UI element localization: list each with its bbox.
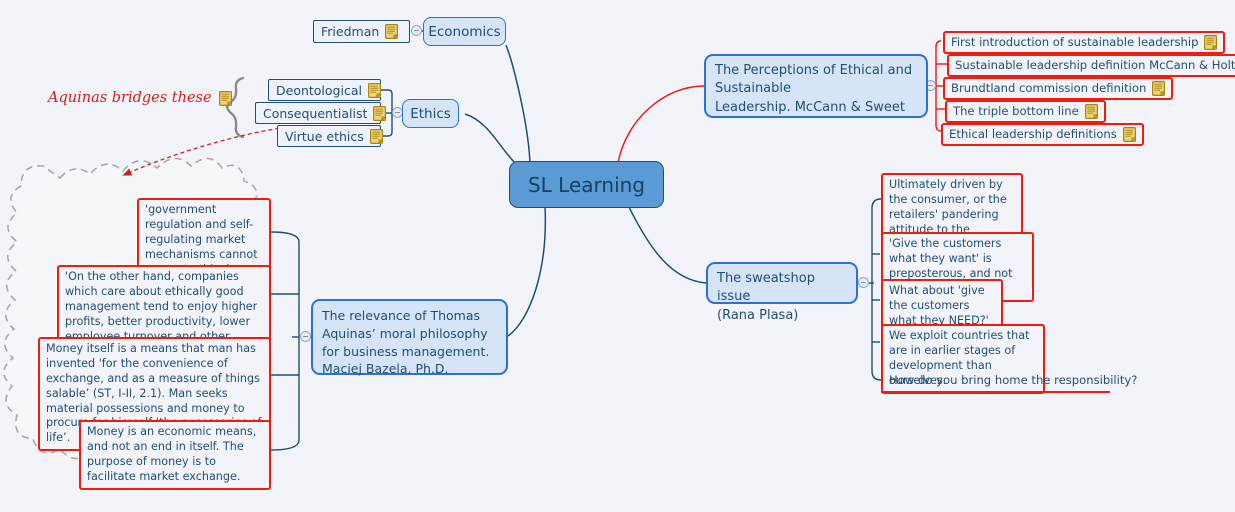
note-icon bbox=[385, 24, 399, 40]
node-perceptions-line2: Sustainable bbox=[715, 81, 792, 97]
collapse-toggle-economics[interactable] bbox=[411, 25, 422, 36]
node-bring-home-responsibility[interactable]: How do you bring home the responsibility… bbox=[881, 370, 1137, 394]
central-node[interactable]: SL Learning bbox=[509, 161, 664, 208]
node-perceptions-line1: The Perceptions of Ethical and bbox=[715, 63, 913, 78]
node-triple-bottom-line[interactable]: The triple bottom line bbox=[945, 100, 1106, 124]
note-icon bbox=[218, 90, 233, 107]
node-consequentialist-label: Consequentialist bbox=[263, 105, 368, 121]
note-icon bbox=[1204, 35, 1219, 51]
note-icon bbox=[1152, 81, 1166, 97]
node-deontological[interactable]: Deontological bbox=[268, 79, 382, 101]
node-perceptions[interactable]: The Perceptions of Ethical and Sustainab… bbox=[704, 54, 928, 118]
node-first-introduction-label: First introduction of sustainable leader… bbox=[951, 35, 1199, 49]
node-aquinas-paper-line2: Aquinas’ moral philosophy bbox=[322, 325, 488, 341]
node-ethical-leadership-definitions[interactable]: Ethical leadership definitions bbox=[941, 123, 1144, 147]
node-ethical-leadership-definitions-label: Ethical leadership definitions bbox=[949, 127, 1117, 141]
annotation-aquinas-bridges[interactable]: Aquinas bridges these bbox=[48, 90, 233, 107]
node-friedman-label: Friedman bbox=[321, 24, 380, 39]
node-sweatshop[interactable]: The sweatshop issue (Rana Plasa) bbox=[706, 262, 858, 323]
node-ethics-label: Ethics bbox=[410, 105, 451, 122]
node-virtue-ethics-label: Virtue ethics bbox=[285, 128, 364, 144]
node-aquinas-paper[interactable]: The relevance of Thomas Aquinas’ moral p… bbox=[311, 299, 508, 377]
note-icon bbox=[1122, 127, 1137, 143]
node-consequentialist[interactable]: Consequentialist bbox=[255, 102, 387, 124]
node-sweatshop-line1: The sweatshop issue bbox=[717, 271, 815, 305]
node-first-introduction[interactable]: First introduction of sustainable leader… bbox=[943, 31, 1226, 55]
collapse-toggle-sweatshop[interactable] bbox=[858, 277, 869, 288]
note-icon bbox=[1084, 104, 1099, 120]
node-virtue-ethics[interactable]: Virtue ethics bbox=[277, 125, 384, 147]
note-icon bbox=[373, 105, 387, 122]
note-icon bbox=[369, 128, 384, 145]
node-brundtland-definition[interactable]: Brundtland commission definition bbox=[943, 77, 1174, 101]
collapse-toggle-aquinas-paper[interactable] bbox=[300, 331, 311, 342]
node-economics[interactable]: Economics bbox=[423, 17, 506, 46]
note-icon bbox=[367, 82, 382, 99]
annotation-aquinas-label: Aquinas bridges these bbox=[48, 90, 212, 106]
node-economics-label: Economics bbox=[428, 23, 501, 40]
node-brundtland-definition-label: Brundtland commission definition bbox=[951, 81, 1147, 95]
curly-brace bbox=[225, 76, 245, 139]
node-aquinas-paper-line3: for business management. bbox=[322, 343, 490, 359]
node-aquinas-paper-line1: The relevance of Thomas bbox=[322, 308, 481, 323]
node-aquinas-paper-line4: Maciej Bazela, Ph.D. bbox=[322, 361, 449, 377]
node-sustainable-leadership-definition-label: Sustainable leadership definition McCann… bbox=[955, 58, 1235, 72]
node-triple-bottom-line-label: The triple bottom line bbox=[953, 104, 1079, 118]
node-ethics[interactable]: Ethics bbox=[402, 99, 459, 128]
node-sweatshop-line2: (Rana Plasa) bbox=[717, 307, 799, 323]
node-sustainable-leadership-definition[interactable]: Sustainable leadership definition McCann… bbox=[947, 54, 1235, 78]
aquinas-arrow bbox=[122, 125, 301, 176]
node-perceptions-line3: Leadership. McCann & Sweet bbox=[715, 99, 905, 115]
node-deontological-label: Deontological bbox=[276, 82, 362, 98]
node-friedman[interactable]: Friedman bbox=[313, 20, 410, 43]
node-quote-money-economic-means[interactable]: Money is an economic means, and not an e… bbox=[79, 420, 271, 490]
